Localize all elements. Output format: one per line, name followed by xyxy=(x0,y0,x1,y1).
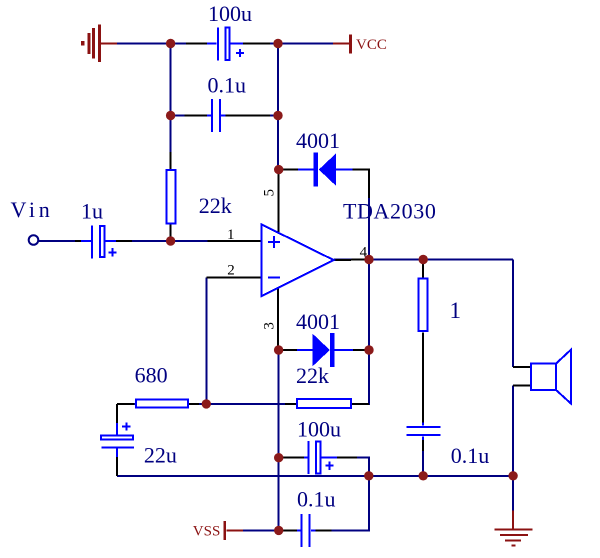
svg-text:5: 5 xyxy=(262,189,278,197)
svg-text:22k: 22k xyxy=(296,363,329,388)
svg-text:4001: 4001 xyxy=(296,309,340,334)
svg-text:VSS: VSS xyxy=(193,523,221,539)
svg-text:4001: 4001 xyxy=(296,128,340,153)
svg-text:2: 2 xyxy=(227,263,235,279)
svg-text:Vin: Vin xyxy=(11,197,54,222)
svg-text:22u: 22u xyxy=(144,443,177,468)
svg-text:22k: 22k xyxy=(199,193,232,218)
svg-text:1: 1 xyxy=(450,298,462,323)
svg-text:1: 1 xyxy=(227,227,235,243)
svg-text:TDA2030: TDA2030 xyxy=(343,199,436,224)
svg-text:0.1u: 0.1u xyxy=(297,487,336,512)
svg-text:1u: 1u xyxy=(81,199,103,224)
svg-text:4: 4 xyxy=(360,245,368,261)
svg-text:0.1u: 0.1u xyxy=(451,443,490,468)
svg-text:100u: 100u xyxy=(297,417,341,442)
svg-text:3: 3 xyxy=(261,322,277,330)
svg-text:VCC: VCC xyxy=(356,37,387,53)
svg-text:680: 680 xyxy=(135,363,168,388)
svg-text:100u: 100u xyxy=(208,1,252,26)
svg-text:0.1u: 0.1u xyxy=(208,73,247,98)
